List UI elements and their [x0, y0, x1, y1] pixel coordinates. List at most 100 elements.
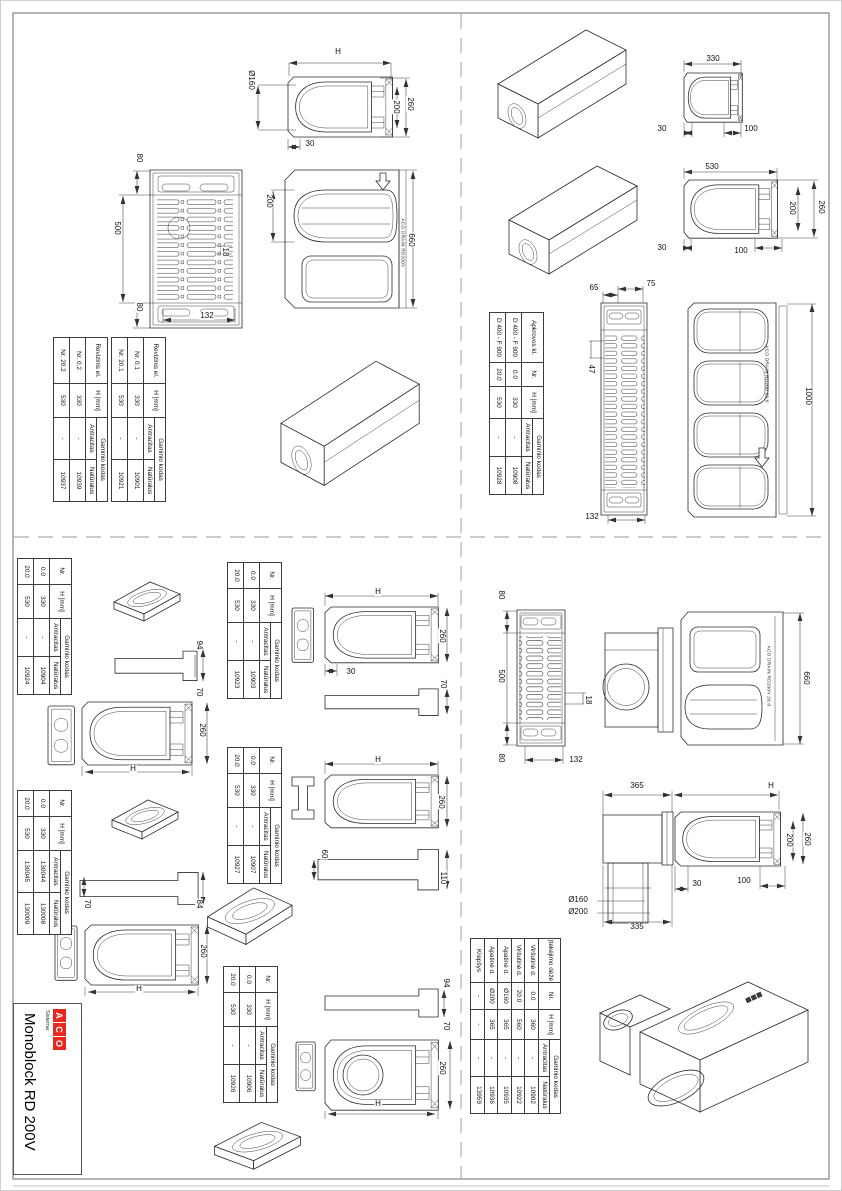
- table-cell: 530: [111, 383, 128, 418]
- table-header: Nr.: [538, 982, 561, 1010]
- table-subheader: Natūralus: [85, 459, 97, 502]
- table-cell: 10906: [239, 1064, 256, 1103]
- isometric-end-cap-mid: [206, 887, 293, 946]
- table-cell: 20.0: [223, 966, 240, 993]
- table-cell: Krepšys: [470, 938, 485, 983]
- table-cell: 20.0: [489, 362, 506, 387]
- aco-logo-letter: C: [53, 1023, 66, 1036]
- table-cell: 10924: [17, 656, 34, 695]
- table-cell: 130009: [17, 892, 34, 935]
- sheet-title: Monoblock RD 200V: [21, 1013, 38, 1151]
- table-subheader: Natūralus: [49, 656, 61, 695]
- table-cell: Nr. 20.2: [53, 337, 70, 384]
- aco-drain-marking: ACO DRAIN RD200V 20.0: [766, 645, 772, 707]
- dim-label: 260: [817, 199, 826, 215]
- dim-label: Ø160: [247, 69, 256, 91]
- table-cell: Viršutinė d.: [511, 938, 525, 983]
- dim-label: 100: [743, 124, 759, 133]
- table-header: Įtekėjimo dėžė: [538, 938, 561, 983]
- dim-label: H: [374, 755, 382, 764]
- table-header: H [mm]: [255, 992, 278, 1027]
- table-cell: 0.0: [243, 747, 260, 774]
- table-header: Gaminio kodas: [96, 417, 108, 502]
- table-header: Nr.: [259, 747, 282, 774]
- table-cell: 0.0: [505, 362, 522, 387]
- table-cell: -: [239, 1026, 256, 1065]
- dim-label: 132: [584, 512, 600, 521]
- table-cell: Nr. 0.2: [69, 337, 86, 384]
- table-header: Revizinis el.: [143, 337, 166, 384]
- dim-label: 30: [656, 243, 668, 252]
- table-cell: 360: [524, 1009, 539, 1040]
- dim-label: 365: [629, 781, 645, 790]
- dim-label: 132: [199, 311, 215, 320]
- table-header: H [mm]: [49, 584, 72, 619]
- table-cell: -: [243, 622, 260, 661]
- table-cell: 0.0: [524, 982, 539, 1010]
- table-cell: -: [470, 1009, 485, 1040]
- section-channel-b3: [295, 988, 453, 1119]
- table-header: Nr.: [49, 558, 72, 585]
- dim-label: 18: [584, 694, 593, 706]
- table-cell: 10926: [223, 1064, 240, 1103]
- dim-label: 80: [497, 589, 506, 601]
- dim-label: 75: [645, 279, 657, 288]
- table-header: Gaminio kodas: [154, 417, 166, 502]
- section-channel-b1: [291, 593, 450, 717]
- dim-label: 70: [195, 686, 204, 698]
- dim-label: H: [374, 1099, 382, 1108]
- table-cell: 330: [69, 383, 86, 418]
- aco-logo-molded: [745, 991, 763, 1004]
- dim-label: 65: [588, 283, 600, 292]
- table-cell: 10936: [484, 1076, 498, 1114]
- table-cell: -: [111, 417, 128, 460]
- table-subheader: Antracitas: [49, 850, 61, 893]
- drawing-cross-section-530: [683, 168, 818, 252]
- table-cell: 530: [17, 816, 34, 851]
- dim-label: 260: [198, 722, 207, 738]
- table-cell: 560: [511, 1009, 525, 1040]
- dim-label: 80: [135, 152, 144, 164]
- table-cell: 10927: [227, 845, 244, 884]
- dim-label: H: [374, 587, 382, 596]
- dim-label: 500: [113, 220, 122, 236]
- table-cell: -: [223, 1026, 240, 1065]
- table-header: H [mm]: [259, 773, 282, 808]
- table-cell: 330: [127, 383, 144, 418]
- table-cell: Apatinė d.: [497, 938, 512, 983]
- table-cell: Nr. 0.1: [127, 337, 144, 384]
- dim-label: 200: [265, 193, 274, 209]
- dim-label: 200: [392, 99, 401, 115]
- dim-label: 660: [802, 670, 811, 686]
- isometric-channel-with-grate-2: [508, 165, 638, 275]
- drawing-sump-elevation: [597, 791, 806, 927]
- dim-label: H: [129, 764, 137, 773]
- table-cell: 20.0: [227, 747, 244, 774]
- table-subheader: Natūralus: [49, 892, 61, 935]
- table-cell: 530: [227, 773, 244, 808]
- table-cell: 10935: [497, 1076, 512, 1114]
- table-cell: Nr. 20.1: [111, 337, 128, 384]
- table-cell: Apatinė d.: [484, 938, 498, 983]
- dim-label: 330: [705, 54, 721, 63]
- table-header: Nr.: [49, 790, 72, 817]
- dim-label: 70: [83, 898, 92, 910]
- dim-label: 260: [803, 831, 812, 847]
- table-cell: 330: [33, 816, 50, 851]
- table-cell: 10928: [489, 456, 506, 495]
- table-cell: -: [69, 417, 86, 460]
